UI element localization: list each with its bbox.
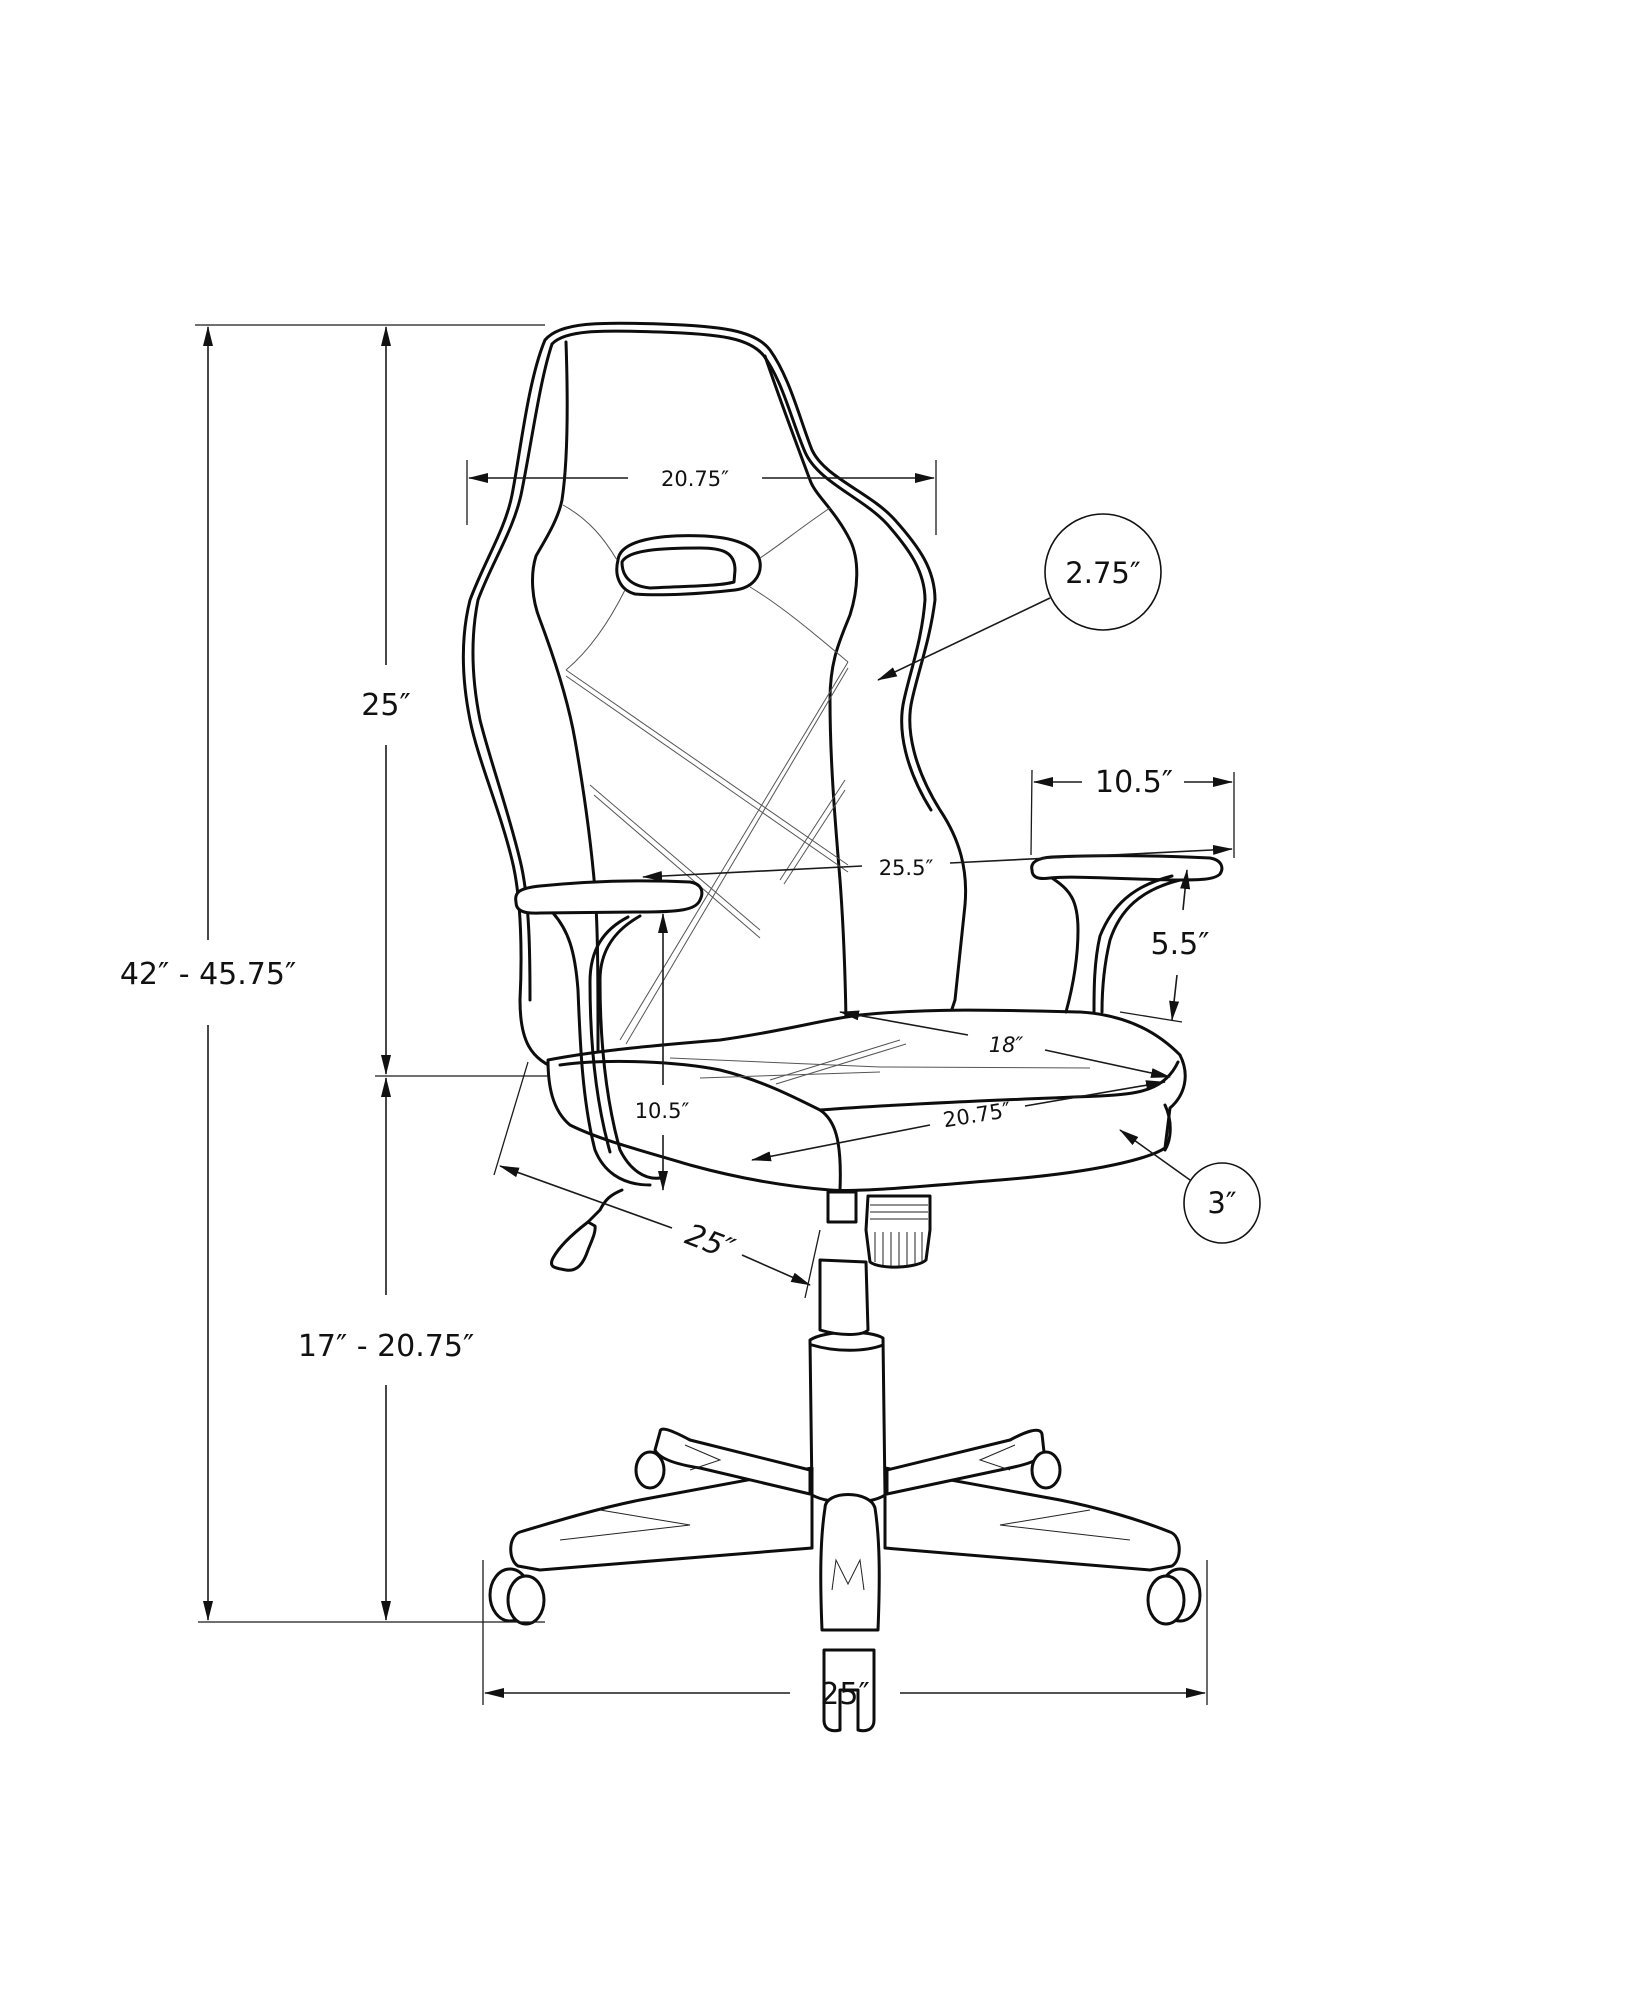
left-armrest: [514, 879, 704, 1187]
casters: [488, 1450, 1202, 1733]
chair-illustration: [461, 321, 1224, 1733]
seat-depth-label: 18″: [989, 1033, 1024, 1057]
left-armrest-height-label: 10.5″: [635, 1099, 690, 1123]
backrest-width-label: 20.75″: [661, 467, 729, 491]
base-width-dimension: 25″: [482, 1560, 1208, 1712]
seat-thickness-label: 3″: [1207, 1186, 1236, 1220]
backrest-height-dimension: 25″: [361, 326, 411, 1075]
seat-cushion: [546, 1008, 1187, 1192]
outer-width-label: 25.5″: [879, 856, 934, 880]
seat-depth-dimension: 18″: [839, 1010, 1171, 1078]
backrest-width-dimension: 20.75″: [466, 460, 937, 535]
outer-width-dimension: 25.5″: [642, 844, 1233, 882]
backrest: [461, 321, 968, 1072]
armrest-length-label: 10.5″: [1095, 765, 1173, 800]
base-width-label: 25″: [820, 1677, 869, 1712]
seat-height-dimension: 17″ - 20.75″: [298, 1077, 474, 1621]
backrest-thickness-callout: 2.75″: [877, 513, 1162, 681]
overall-height-dimension: 42″ - 45.75″: [120, 326, 296, 1621]
tilt-lever: [550, 1188, 624, 1272]
armrest-length-dimension: 10.5″: [1030, 765, 1235, 858]
backrest-height-label: 25″: [361, 688, 410, 723]
overall-height-label: 42″ - 45.75″: [120, 957, 296, 992]
seat-height-label: 17″ - 20.75″: [298, 1329, 474, 1364]
seat-thickness-callout: 3″: [1119, 1129, 1261, 1244]
right-armrest-height-dimension: 5.5″: [1119, 869, 1210, 1023]
tilt-mechanism: [826, 1190, 932, 1269]
left-armrest-height-dimension: 10.5″: [635, 913, 690, 1191]
gas-cylinder: [808, 1258, 887, 1504]
overall-depth-label: 25″: [680, 1217, 739, 1268]
right-armrest-height-label: 5.5″: [1151, 927, 1210, 962]
right-armrest: [1030, 854, 1224, 1014]
backrest-thickness-label: 2.75″: [1065, 556, 1141, 590]
